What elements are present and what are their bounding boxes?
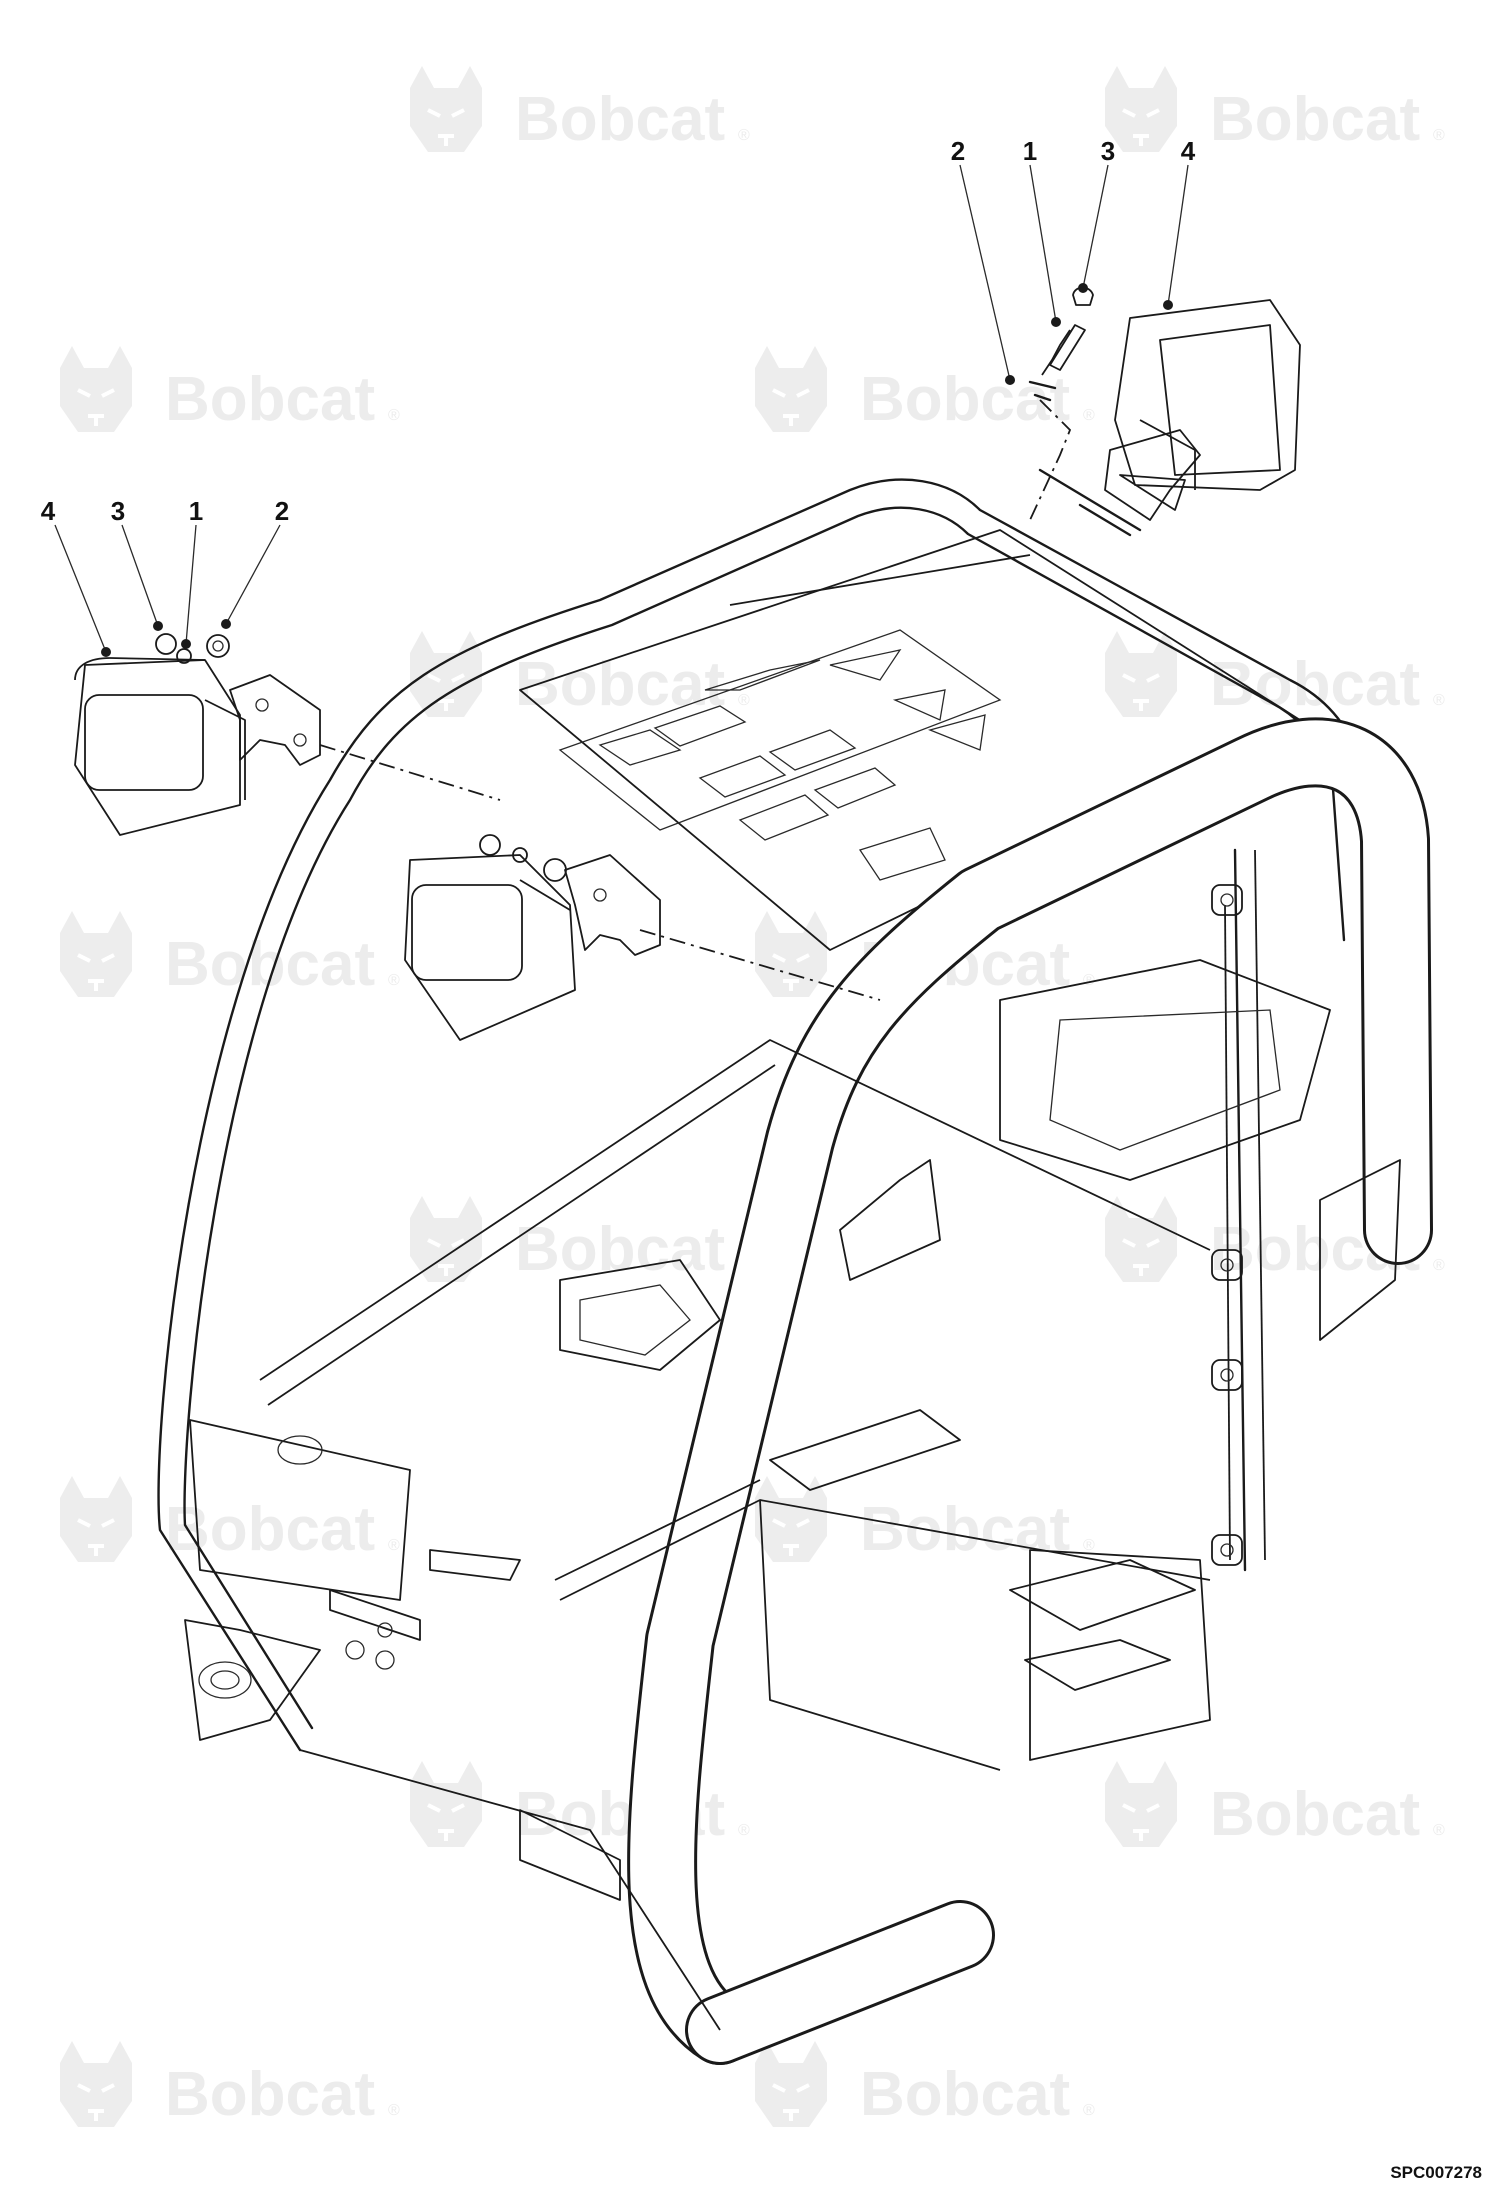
- right-nut-2: [1033, 393, 1052, 402]
- watermark-registered-mark: ®: [388, 2102, 400, 2119]
- watermark-registered-mark: ®: [388, 407, 400, 424]
- watermark-brand: Bobcat: [1210, 1780, 1420, 1849]
- watermark: Bobcat ®: [1103, 64, 1445, 154]
- callout-left-lamp: 4: [41, 496, 56, 526]
- front-post: [1233, 848, 1247, 1572]
- bobcat-head-icon: [408, 64, 484, 154]
- watermark-registered-mark: ®: [1083, 2102, 1095, 2119]
- watermark-brand: Bobcat: [515, 85, 725, 154]
- watermark-brand: Bobcat: [165, 930, 375, 999]
- callout-leaders: [54, 164, 1189, 657]
- watermark-brand: Bobcat: [1210, 650, 1420, 719]
- hinge-brackets: [1211, 884, 1243, 1566]
- bobcat-head-icon: [1103, 64, 1179, 154]
- callout-labels: 4 3 1 2 2 1 3 4: [41, 136, 1196, 526]
- watermark-registered-mark: ®: [388, 972, 400, 989]
- bobcat-head-icon: [753, 1474, 829, 1564]
- watermark-brand: Bobcat: [165, 365, 375, 434]
- watermark: Bobcat ®: [753, 344, 1095, 434]
- bobcat-head-icon: [753, 909, 829, 999]
- watermark-registered-mark: ®: [1433, 1822, 1445, 1839]
- right-work-lamp: [1028, 286, 1301, 537]
- watermark-registered-mark: ®: [738, 692, 750, 709]
- left-work-lamp-exploded: [74, 633, 321, 836]
- left-work-lamp-mounted: [404, 834, 661, 1041]
- watermark: Bobcat®: [408, 1194, 750, 1284]
- bobcat-head-icon: [1103, 1194, 1179, 1284]
- watermark-registered-mark: ®: [738, 1822, 750, 1839]
- bobcat-head-icon: [408, 629, 484, 719]
- rear-roll-bar: [157, 478, 1374, 1752]
- front-roll-bar-fill: [630, 720, 1430, 2062]
- watermark-registered-mark: ®: [388, 1537, 400, 1554]
- bobcat-head-icon: [753, 2039, 829, 2129]
- bobcat-head-icon: [58, 1474, 134, 1564]
- assembly-lines: [319, 399, 1072, 1001]
- watermark-brand: Bobcat: [860, 365, 1070, 434]
- watermark: Bobcat ®: [1103, 1759, 1445, 1849]
- watermark: Bobcat ®: [58, 2039, 400, 2129]
- callout-left-nut: 2: [275, 496, 289, 526]
- watermark: Bobcat ®: [408, 629, 750, 719]
- watermark-brand: Bobcat: [515, 1215, 725, 1284]
- floor-structure: [184, 959, 1401, 2031]
- watermark-brand: Bobcat: [860, 1495, 1070, 1564]
- watermark-brand: Bobcat: [1210, 85, 1420, 154]
- callout-right-washer: 3: [1101, 136, 1115, 166]
- bobcat-head-icon: [753, 344, 829, 434]
- watermark-brand: Bobcat: [515, 650, 725, 719]
- watermark: Bobcat ®: [753, 2039, 1095, 2129]
- left-nut-2: [206, 634, 230, 658]
- bobcat-head-icon: [1103, 1759, 1179, 1849]
- watermark: Bobcat ®: [58, 344, 400, 434]
- watermark-layer: Bobcat ® Bobcat ® Bobcat ® Bobcat ® Bobcat ® Bobca…: [58, 64, 1445, 2129]
- watermark-registered-mark: ®: [1083, 972, 1095, 989]
- cab-frame: [157, 478, 1433, 2065]
- watermark-registered-mark: ®: [1433, 127, 1445, 144]
- watermark: Bobcat ®: [753, 1474, 1095, 1564]
- watermark: Bobcat ®: [408, 64, 750, 154]
- watermark: Bobcat ®: [58, 1474, 400, 1564]
- watermark-registered-mark: ®: [1433, 1257, 1445, 1274]
- reference-code: SPC007278: [1390, 2163, 1482, 2182]
- callout-right-bolt: 1: [1023, 136, 1037, 166]
- callout-left-washer: 3: [111, 496, 125, 526]
- callout-left-bolt: 1: [189, 496, 203, 526]
- right-bolt-1: [1041, 329, 1071, 376]
- left-washer-3: [155, 633, 177, 655]
- bobcat-head-icon: [58, 2039, 134, 2129]
- bobcat-head-icon: [58, 909, 134, 999]
- watermark-registered-mark: ®: [1083, 407, 1095, 424]
- bobcat-head-icon: [58, 344, 134, 434]
- watermark: Bobcat ®: [58, 909, 400, 999]
- roof-panel: [519, 529, 1301, 951]
- callout-right-nut: 2: [951, 136, 965, 166]
- bobcat-head-icon: [408, 1759, 484, 1849]
- watermark-brand: Bobcat: [165, 2060, 375, 2129]
- watermark-registered-mark: ®: [1083, 1537, 1095, 1554]
- watermark-registered-mark: ®: [738, 127, 750, 144]
- watermark-brand: Bobcat: [165, 1495, 375, 1564]
- callout-right-lamp: 4: [1181, 136, 1196, 166]
- watermark-brand: Bobcat: [860, 2060, 1070, 2129]
- watermark-registered-mark: ®: [1433, 692, 1445, 709]
- left-bolt-1: [176, 648, 192, 664]
